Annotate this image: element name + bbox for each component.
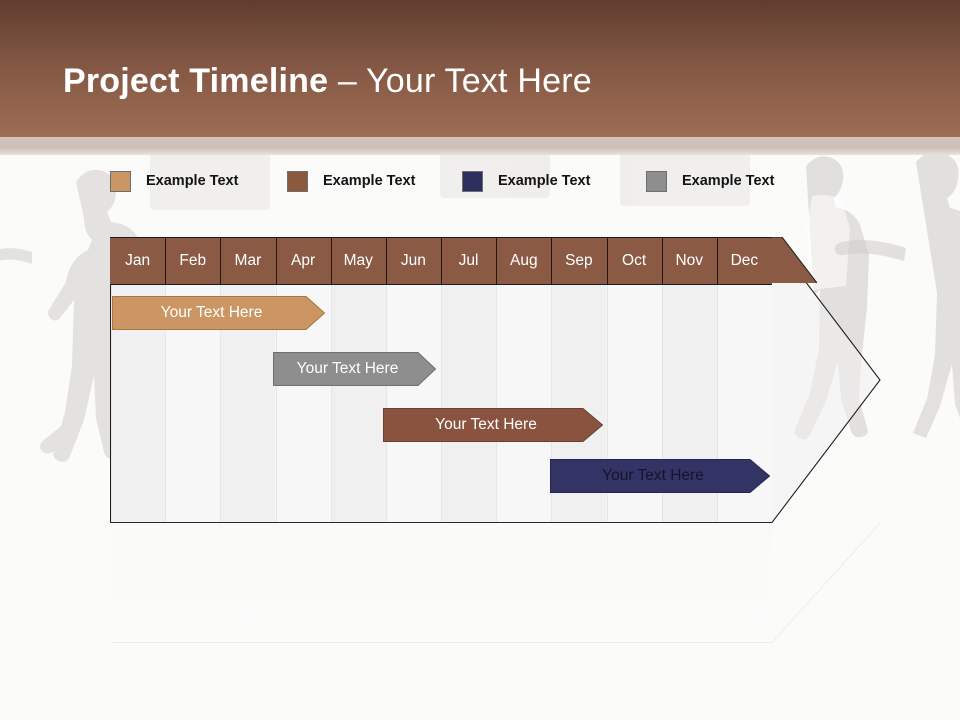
month-header-bottom-border [110,284,772,285]
legend-swatch-tan [110,170,131,192]
month-cell-jun[interactable]: Jun [400,252,426,269]
month-cell-feb[interactable]: Feb [179,252,207,269]
month-separator [165,237,167,285]
header-band [0,0,960,137]
month-cell-apr[interactable]: Apr [291,252,316,269]
month-separator [385,237,387,285]
legend-item-1[interactable]: Example Text [287,170,415,192]
month-separator [716,237,718,285]
month-cell-dec[interactable]: Dec [730,252,759,269]
month-cell-jul[interactable]: Jul [458,252,479,269]
task-bar-3-shape [383,408,603,442]
month-separator [496,237,498,285]
month-cell-mar[interactable]: Mar [234,252,262,269]
legend: Example Text Example Text Example Text E… [0,170,960,194]
page-title-bold: Project Timeline [63,62,329,100]
month-cell-nov[interactable]: Nov [675,252,704,269]
header-accent-strip [0,137,960,155]
legend-swatch-brown [287,170,308,192]
legend-swatch-navy [462,170,483,192]
task-bar-4-label: Your Text Here [602,467,704,484]
legend-label-3: Example Text [682,173,775,189]
page-title-rest: – Your Text Here [328,62,592,100]
month-separator [275,237,277,285]
month-separator [330,237,332,285]
timeline-chart: Jan Feb Mar Apr May Jun Jul Aug Sep Oct … [110,237,881,524]
task-bar-4-shape [550,459,770,493]
month-separator [606,237,608,285]
chart-baseline [110,522,772,523]
chart-reflection [110,523,885,643]
legend-item-2[interactable]: Example Text [462,170,590,192]
month-separator [551,237,553,285]
task-bar-4[interactable]: Your Text Here [550,459,770,493]
page-title: Project Timeline – Your Text Here [63,60,592,102]
header-gradient [0,0,960,137]
month-cell-sep[interactable]: Sep [565,252,593,269]
month-separator [441,237,442,285]
legend-swatch-gray [646,170,667,192]
legend-label-2: Example Text [498,173,591,189]
month-header-row: Jan Feb Mar Apr May Jun Jul Aug Sep Oct … [110,237,772,285]
task-bar-2-label: Your Text Here [296,360,399,377]
task-bar-1-shape [112,296,325,330]
legend-label-0: Example Text [146,173,239,189]
task-bar-2-shape [273,352,436,386]
task-bar-1[interactable]: Your Text Here [112,296,325,330]
month-cell-may[interactable]: May [343,252,373,269]
task-bar-2[interactable]: Your Text Here [273,352,436,386]
task-bar-3-label: Your Text Here [435,416,537,433]
legend-item-0[interactable]: Example Text [110,170,238,192]
month-cell-jan[interactable]: Jan [125,252,151,269]
month-cell-oct[interactable]: Oct [622,252,647,269]
month-header-wedge [772,237,817,284]
task-bar-1-label: Your Text Here [160,304,263,321]
month-separator [661,237,663,285]
legend-label-1: Example Text [323,173,416,189]
month-cell-aug[interactable]: Aug [509,252,538,269]
task-bar-3[interactable]: Your Text Here [383,408,603,442]
legend-item-3[interactable]: Example Text [646,170,774,192]
month-separator [220,237,222,285]
reflection-chevron [110,523,881,643]
